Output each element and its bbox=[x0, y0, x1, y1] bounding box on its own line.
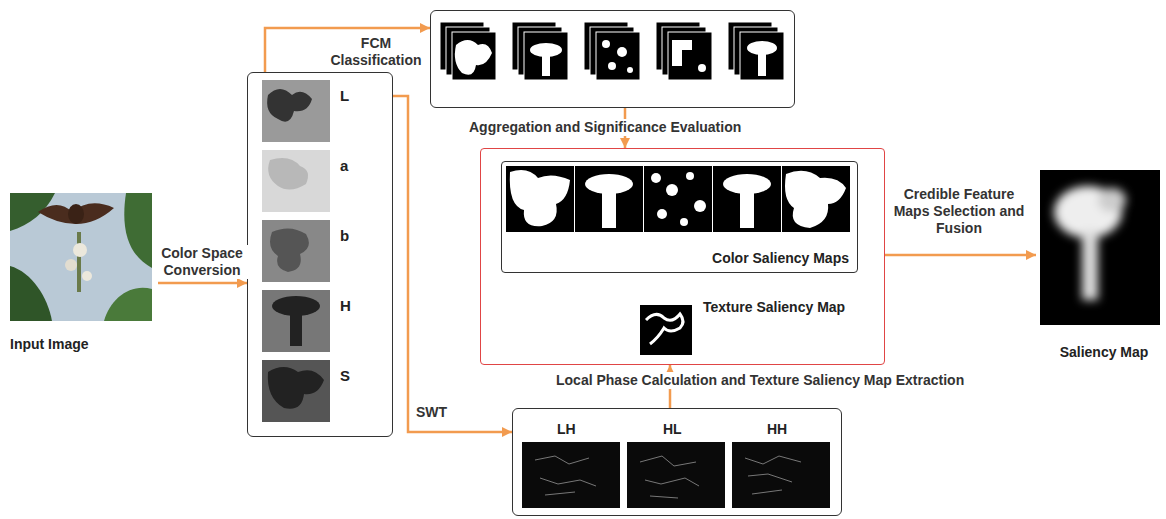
channel-label: a bbox=[340, 157, 348, 175]
input-photo bbox=[10, 193, 152, 321]
flow-arrow bbox=[885, 250, 1036, 260]
saliency-map-image bbox=[1040, 170, 1160, 325]
swt-subbands: LH HL HH bbox=[512, 408, 842, 516]
step-label: SWT bbox=[414, 404, 449, 421]
step-label: Credible Feature Maps Selection and Fusi… bbox=[887, 186, 1031, 236]
map-caption: Texture Saliency Map bbox=[703, 299, 853, 316]
fcm-maps bbox=[440, 22, 784, 80]
color-saliency-maps: Color Saliency Maps bbox=[501, 161, 858, 273]
step-label: FCM Classification bbox=[326, 35, 426, 69]
step-label: Color Space Conversion bbox=[156, 245, 248, 279]
flow-line bbox=[158, 282, 247, 285]
image-caption: Input Image bbox=[10, 336, 89, 353]
channel-label: H bbox=[340, 297, 351, 315]
subband-label: HH bbox=[767, 421, 787, 438]
flow-arrow bbox=[265, 23, 430, 72]
arrow-head bbox=[237, 278, 247, 288]
input-image: Input Image bbox=[8, 190, 158, 355]
swt-images bbox=[522, 442, 830, 508]
image-caption: Saliency Map bbox=[1040, 344, 1166, 361]
flow-line bbox=[265, 28, 430, 72]
arrow-head bbox=[420, 23, 430, 33]
step-label: Local Phase Calculation and Texture Sali… bbox=[554, 372, 966, 389]
flow-line bbox=[393, 96, 512, 432]
channel-images bbox=[262, 80, 330, 422]
arrow-head bbox=[1026, 250, 1036, 260]
subband-label: LH bbox=[557, 421, 576, 438]
saliency-map-output: Saliency Map bbox=[1036, 168, 1166, 368]
map-caption: Color Saliency Maps bbox=[712, 250, 849, 267]
texture-saliency-map: Texture Saliency Map bbox=[637, 297, 867, 359]
channel-label: b bbox=[340, 227, 349, 245]
channel-label: L bbox=[340, 87, 349, 105]
channel-stack: La bH S bbox=[247, 72, 393, 437]
color-saliency-images bbox=[506, 166, 850, 232]
flow-line bbox=[885, 254, 1036, 257]
saliency-region: Color Saliency MapsTexture Saliency Map bbox=[480, 148, 885, 365]
channel-label: S bbox=[340, 367, 350, 385]
arrow-head bbox=[620, 138, 630, 148]
flow-arrow bbox=[158, 278, 247, 288]
subband-label: HL bbox=[663, 421, 682, 438]
arrow-head bbox=[502, 427, 512, 437]
texture-saliency-image bbox=[640, 305, 692, 355]
step-label: Aggregation and Significance Evaluation bbox=[467, 119, 743, 136]
fcm-result-panel bbox=[430, 10, 795, 108]
